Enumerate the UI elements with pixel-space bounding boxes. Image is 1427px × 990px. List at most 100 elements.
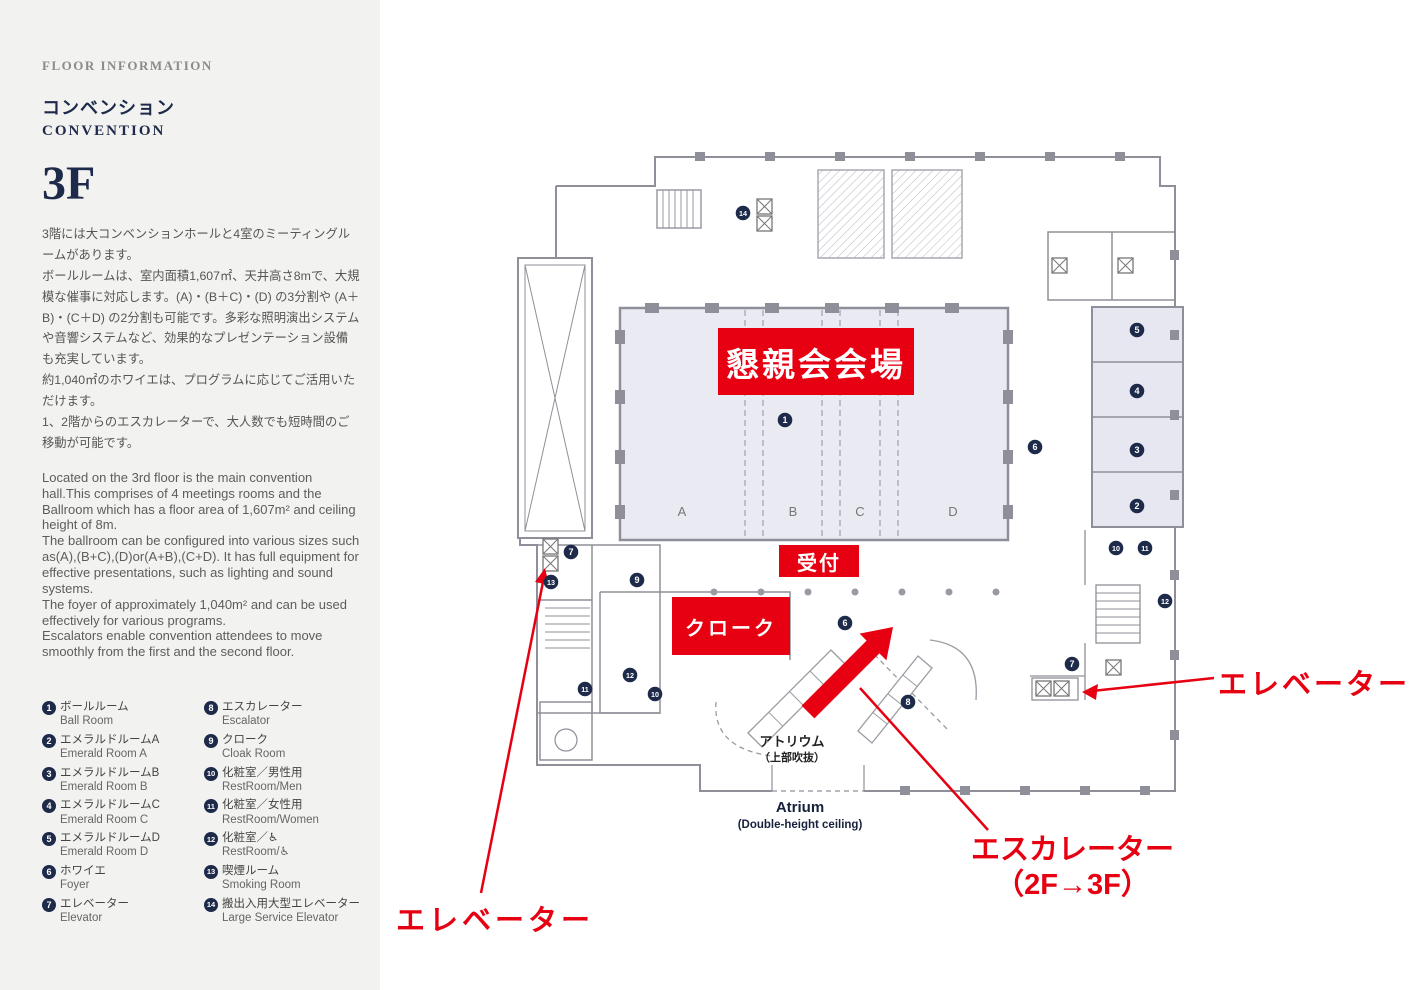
elevator-left-annotation: エレベーター: [396, 905, 595, 937]
legend-label-jp: ホワイエ: [60, 864, 106, 877]
svg-text:10: 10: [651, 690, 659, 699]
svg-text:6: 6: [842, 618, 847, 628]
legend-item-5: 5 エメラルドルームD Emerald Room D: [42, 831, 200, 860]
legend-label-en: RestRoom/Women: [222, 813, 319, 826]
right-corridor: [1030, 530, 1141, 701]
room-marker-13: 13: [543, 574, 559, 590]
room-marker-9: 9: [629, 572, 645, 588]
legend-label-en: Emerald Room D: [60, 846, 149, 859]
room-marker-12: 12: [1157, 593, 1173, 609]
legend-label-en: Emerald Room C: [60, 813, 149, 826]
room-marker-12: 12: [622, 667, 638, 683]
legend-label-en: Large Service Elevator: [222, 911, 339, 924]
legend-number-badge: 7: [42, 897, 56, 912]
svg-text:10: 10: [1112, 544, 1120, 553]
legend-number-badge: 5: [42, 832, 56, 846]
escalator-annotation: エスカレーター （2F→3F）: [950, 833, 1195, 903]
elevator-icon: [1117, 257, 1134, 274]
legend-label-jp: エメラルドルームC: [60, 799, 160, 812]
legend-label-jp: エメラルドルームD: [60, 832, 160, 844]
service-shaft: [517, 257, 593, 539]
ballroom-section-a-label: A: [678, 504, 687, 519]
legend-label-en: Emerald Room A: [60, 748, 147, 761]
legend-number-badge: 6: [42, 864, 56, 879]
banquet-venue-label: 懇親会会場: [718, 328, 914, 395]
ballroom-wall-columns: [615, 303, 1013, 519]
elevator-left-arrow-line: [479, 581, 545, 894]
legend-label-jp: エメラルドルームA: [60, 733, 160, 746]
legend-label-jp: エメラルドルームB: [60, 766, 160, 779]
legend-label-en: Foyer: [60, 879, 90, 892]
legend-label-en: Escalator: [222, 715, 270, 728]
elevator-icon: [756, 198, 773, 215]
legend-label-jp: ボールルーム: [60, 701, 129, 713]
legend-number-badge: 3: [42, 766, 56, 781]
legend-number-badge: 4: [42, 799, 56, 814]
red-annotation-arrows: [479, 568, 1215, 894]
legend-label-en: Cloak Room: [222, 748, 286, 761]
description-english: Located on the 3rd floor is the main con…: [42, 469, 360, 660]
description-japanese: 3階には大コンベンションホールと4室のミーティングルームがあります。 ボールルー…: [42, 227, 360, 450]
atrium-label-jp-line1: アトリウム: [759, 734, 825, 749]
room-marker-14: 14: [735, 205, 751, 221]
svg-text:2: 2: [1134, 501, 1139, 511]
floor-information-eyebrow: FLOOR INFORMATION: [42, 58, 213, 73]
atrium-label-en-line2: (Double-height ceiling): [737, 818, 863, 831]
legend-number-badge: 9: [204, 733, 218, 748]
legend-item-1: 1 ボールルーム Ball Room: [42, 700, 200, 729]
elevator-icon: [1105, 659, 1122, 676]
legend-label-jp: 搬出入用大型エレベーター: [222, 897, 360, 910]
atrium-label-en: Atrium (Double-height ceiling): [720, 799, 880, 832]
atrium-label-en-line1: Atrium: [775, 799, 825, 816]
elevator-icon: [1051, 257, 1068, 274]
legend-label-en: Elevator: [60, 911, 103, 924]
legend-label-jp: 化粧室／♿: [222, 832, 279, 844]
svg-text:7: 7: [1069, 659, 1074, 669]
escalator-direction-arrow: [801, 627, 893, 719]
foyer-columns: [710, 588, 1000, 596]
page-title-en: CONVENTION: [42, 123, 166, 139]
elevator-right-arrow-line: [1091, 676, 1215, 693]
svg-text:9: 9: [634, 575, 639, 585]
legend-number-badge: 14: [204, 897, 218, 912]
svg-text:5: 5: [1134, 325, 1139, 335]
elevator-right-arrowhead: [1082, 684, 1098, 700]
atrium-and-escalators: [715, 639, 977, 758]
svg-text:6: 6: [1032, 442, 1037, 452]
svg-text:13: 13: [547, 578, 555, 587]
legend-item-6: 6 ホワイエ Foyer: [42, 864, 200, 893]
ballroom-section-c-label: C: [855, 504, 864, 519]
legend-label-jp: エスカレーター: [222, 701, 303, 713]
bottom-left-rooms: [537, 544, 791, 761]
ballroom-section-d-label: D: [948, 504, 957, 519]
legend-number-badge: 10: [204, 766, 218, 781]
floor-number: 3F: [42, 157, 96, 210]
legend-label-jp: 喫煙ルーム: [222, 864, 280, 877]
legend-label-en: Ball Room: [60, 715, 114, 728]
elevator-icon: [542, 555, 559, 572]
top-right-rooms: [1047, 231, 1176, 301]
svg-text:11: 11: [1141, 544, 1149, 553]
room-marker-7: 7: [563, 544, 579, 560]
elevator-icon: [1053, 680, 1070, 697]
legend-label-en: RestRoom/♿: [222, 846, 290, 859]
elevator-icon: [542, 538, 559, 555]
legend-number-badge: 1: [42, 701, 56, 715]
atrium-label-jp: アトリウム （上部吹抜）: [742, 733, 842, 765]
elevator-icon: [1035, 680, 1052, 697]
svg-text:1: 1: [782, 415, 787, 425]
wall-columns: [695, 152, 1179, 795]
